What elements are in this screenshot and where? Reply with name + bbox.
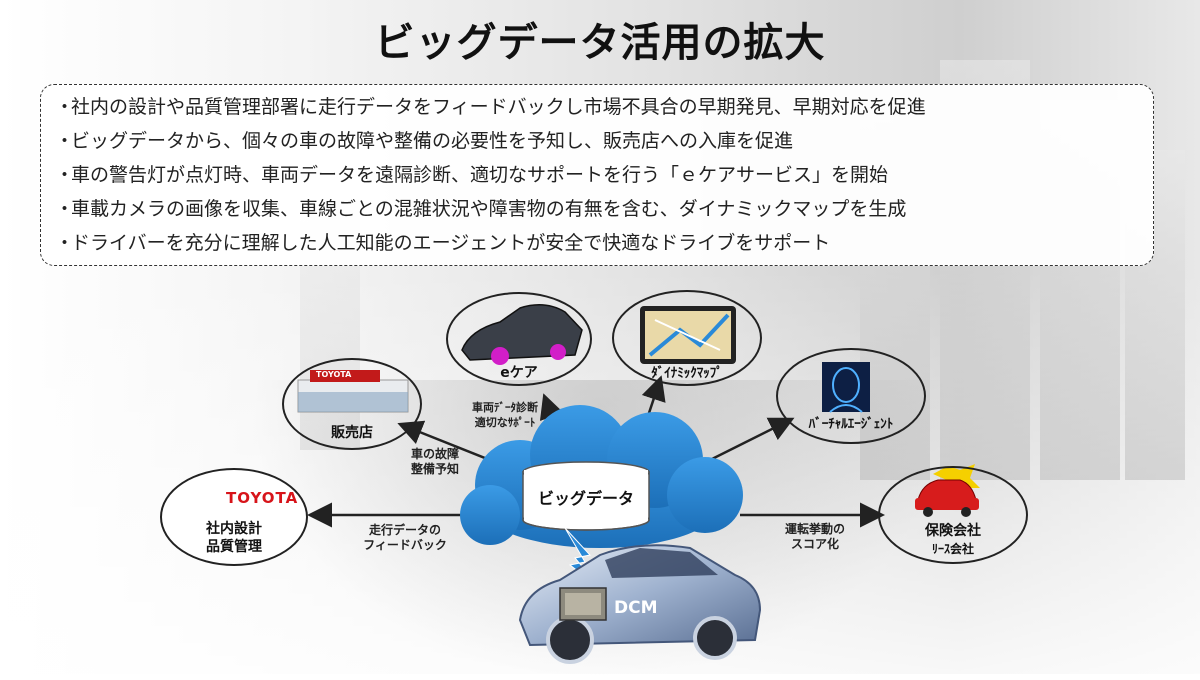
node-virtual-agent: ﾊﾞｰﾁｬﾙｴｰｼﾞｪﾝﾄ <box>776 348 926 444</box>
bullet-item: ・車の警告灯が点灯時、車両データを遠隔診断、適切なサポートを行う「ｅケアサービス… <box>55 158 1139 192</box>
edge-label-feedback: 走行データの フィードバック <box>350 523 460 553</box>
big-data-label: ビッグデータ <box>537 489 634 508</box>
bullet-text: 社内の設計や品質管理部署に走行データをフィードバックし市場不具合の早期発見、早期… <box>71 96 926 118</box>
toyota-logo-text: TOYOTA <box>226 489 299 507</box>
dealer-sign-text: TOYOTA <box>316 370 352 379</box>
edge-label-line: 適切なｻﾎﾟｰﾄ <box>474 416 536 429</box>
node-label: ﾊﾞｰﾁｬﾙｴｰｼﾞｪﾝﾄ <box>808 417 894 432</box>
bullet-mark: ・ <box>55 130 75 152</box>
bullet-box: ・社内の設計や品質管理部署に走行データをフィードバックし市場不具合の早期発見、早… <box>40 84 1154 266</box>
bullet-item: ・車載カメラの画像を収集、車線ごとの混雑状況や障害物の有無を含む、ダイナミックマ… <box>55 192 1139 226</box>
node-label: 販売店 <box>331 425 373 441</box>
node-label: ﾀﾞｲﾅﾐｯｸﾏｯﾌﾟ <box>651 366 723 381</box>
bullet-text: 車の警告灯が点灯時、車両データを遠隔診断、適切なサポートを行う「ｅケアサービス」… <box>71 164 889 186</box>
bullet-mark: ・ <box>55 96 75 118</box>
bullet-item: ・社内の設計や品質管理部署に走行データをフィードバックし市場不具合の早期発見、早… <box>55 90 1139 124</box>
edge-label-diagnosis: 車両ﾃﾞｰﾀ診断 適切なｻﾎﾟｰﾄ <box>450 400 560 430</box>
bullet-mark: ・ <box>55 164 75 186</box>
arrow-to-agent <box>699 417 795 467</box>
dcm-label: DCM <box>614 598 658 618</box>
node-toyota-internal: TOYOTA 社内設計 品質管理 <box>160 468 308 566</box>
edge-label-breakdown: 車の故障 整備予知 <box>400 447 470 477</box>
bullet-text: ドライバーを充分に理解した人工知能のエージェントが安全で快適なドライブをサポート <box>71 232 831 254</box>
node-label: ﾘｰｽ会社 <box>931 542 974 556</box>
bullet-mark: ・ <box>55 198 75 220</box>
node-ecare: eケア <box>446 292 592 386</box>
bullet-item: ・ビッグデータから、個々の車の故障や整備の必要性を予知し、販売店への入庫を促進 <box>55 124 1139 158</box>
bullet-item: ・ドライバーを充分に理解した人工知能のエージェントが安全で快適なドライブをサポー… <box>55 226 1139 260</box>
bullet-text: ビッグデータから、個々の車の故障や整備の必要性を予知し、販売店への入庫を促進 <box>71 130 794 152</box>
node-label: 社内設計 <box>206 521 262 537</box>
edge-label-line: 車の故障 <box>410 447 459 461</box>
node-label: 保険会社 <box>925 523 981 539</box>
edge-label-line: スコア化 <box>790 537 839 551</box>
edge-label-line: 車両ﾃﾞｰﾀ診断 <box>472 401 538 414</box>
node-dynamic-map: ﾀﾞｲﾅﾐｯｸﾏｯﾌﾟ <box>612 290 762 386</box>
edge-label-line: 整備予知 <box>410 462 459 476</box>
node-label: eケア <box>500 365 538 381</box>
page-title: ビッグデータ活用の拡大 <box>374 20 826 66</box>
bullet-text: 車載カメラの画像を収集、車線ごとの混雑状況や障害物の有無を含む、ダイナミックマッ… <box>71 198 907 220</box>
node-insurance: 保険会社 ﾘｰｽ会社 <box>878 466 1028 564</box>
database-icon <box>522 461 650 531</box>
edge-label-line: 運転挙動の <box>784 522 845 536</box>
bullet-mark: ・ <box>55 232 75 254</box>
edge-label-scoring: 運転挙動の スコア化 <box>770 522 860 552</box>
node-dealer: TOYOTA 販売店 <box>282 358 422 450</box>
node-label: 品質管理 <box>206 539 262 555</box>
connected-car-image <box>518 544 762 664</box>
edge-label-line: 走行データの <box>368 523 441 537</box>
edge-label-line: フィードバック <box>363 538 447 552</box>
